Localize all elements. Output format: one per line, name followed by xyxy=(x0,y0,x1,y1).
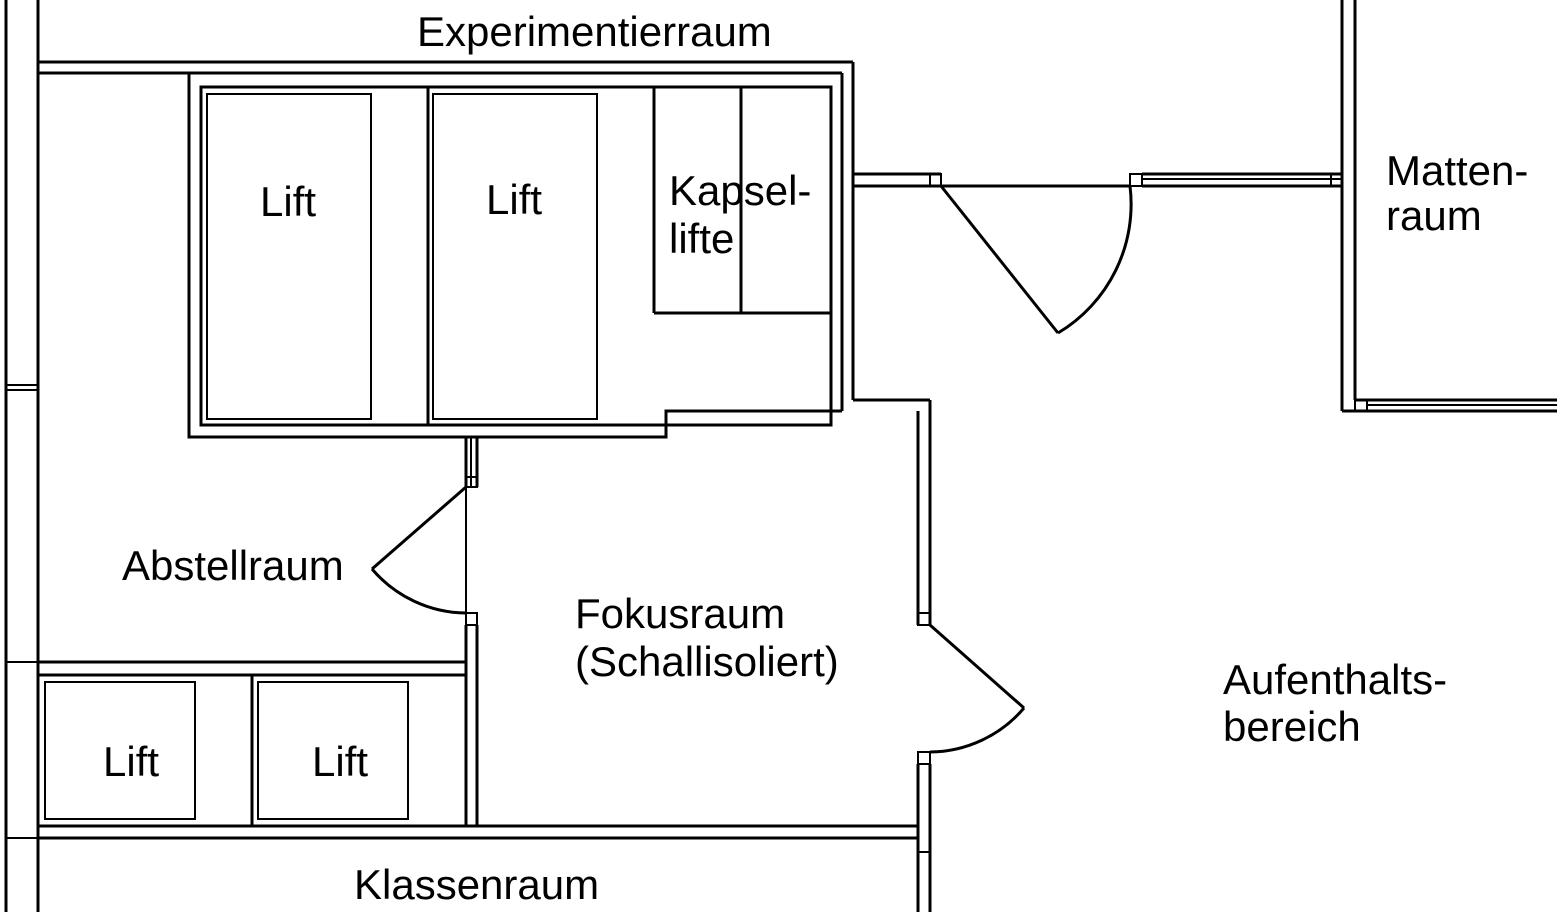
upper-corridor-wall xyxy=(853,172,1343,188)
abstell-fokus-wall xyxy=(464,437,479,826)
label-fokusraum-2: (Schallisoliert) xyxy=(575,638,839,685)
label-experimentierraum: Experimentierraum xyxy=(417,8,772,55)
door-upper-corridor[interactable] xyxy=(939,185,1133,335)
label-aufenthalt-2: bereich xyxy=(1223,703,1361,750)
label-mattenraum-1: Matten- xyxy=(1386,147,1528,194)
label-kapsellifte-1: Kapsel- xyxy=(669,167,811,214)
door-fokusraum[interactable] xyxy=(929,623,1026,754)
label-klassenraum: Klassenraum xyxy=(354,861,599,908)
label-fokusraum-1: Fokusraum xyxy=(575,590,785,637)
door-abstellraum[interactable] xyxy=(370,485,467,615)
label-lift-bottom-2: Lift xyxy=(312,738,368,785)
label-lift-top-2: Lift xyxy=(486,176,542,223)
mattenraum-walls xyxy=(1340,0,1557,413)
label-kapsellifte-2: lifte xyxy=(669,215,734,262)
label-lift-bottom-1: Lift xyxy=(103,738,159,785)
label-lift-top-1: Lift xyxy=(260,178,316,225)
upper-lift-enclosure xyxy=(187,73,842,439)
label-mattenraum-2: raum xyxy=(1386,192,1482,239)
fokusraum-right-wall xyxy=(853,398,932,912)
label-aufenthalt-1: Aufenthalts- xyxy=(1223,656,1447,703)
lower-lift-enclosure xyxy=(38,660,466,826)
left-exterior-wall xyxy=(4,0,40,912)
label-abstellraum: Abstellraum xyxy=(122,542,344,589)
klassenraum-wall xyxy=(38,824,918,840)
top-interior-wall xyxy=(38,60,855,411)
